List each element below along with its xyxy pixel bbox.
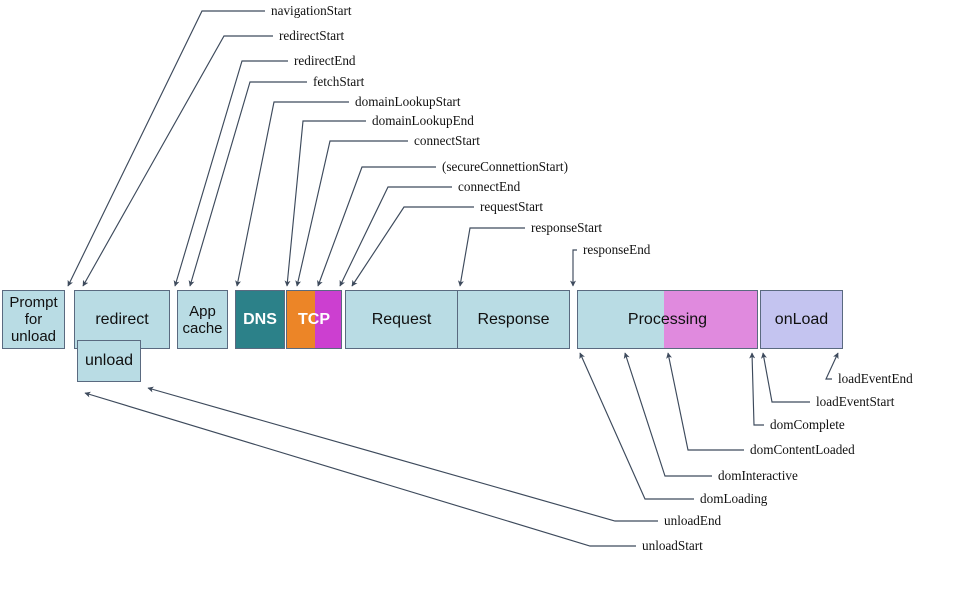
leader-line-secureConnettionStart [317, 166, 436, 287]
leader-line-loadEventStart [761, 352, 810, 403]
timing-label-unloadEnd: unloadEnd [664, 513, 722, 528]
leader-line-responseEnd [570, 249, 577, 287]
phase-box-request-label: Request [371, 310, 432, 328]
leader-line-connectEnd [339, 186, 452, 287]
timing-label-redirectStart: redirectStart [279, 28, 345, 43]
phase-box-dns: DNS [235, 290, 285, 349]
phase-box-tcp: TCP [286, 290, 342, 349]
leader-line-domContentLoaded [666, 352, 744, 451]
timing-label-responseEnd: responseEnd [583, 242, 651, 257]
timing-label-domInteractive: domInteractive [718, 468, 798, 483]
timing-label-connectEnd: connectEnd [458, 179, 521, 194]
timing-label-domComplete: domComplete [770, 417, 845, 432]
leader-line-navigationStart [67, 10, 265, 287]
phase-box-response: Response [457, 290, 570, 349]
timing-label-domLoading: domLoading [700, 491, 768, 506]
phase-box-redirect: redirect [74, 290, 170, 349]
timing-label-redirectEnd: redirectEnd [294, 53, 356, 68]
leader-line-connectStart [295, 140, 408, 287]
phase-box-tcp-secondary-region [315, 291, 341, 348]
phase-box-redirect-label: redirect [95, 310, 149, 328]
phase-box-unload-label: unload [84, 352, 134, 369]
timing-label-unloadStart: unloadStart [642, 538, 703, 553]
phase-box-onload-label: onLoad [774, 310, 829, 328]
phase-box-processing-label: Processing [627, 310, 708, 328]
phase-box-unload: unload [77, 340, 141, 382]
phase-box-request: Request [345, 290, 458, 349]
leader-line-responseStart [457, 227, 525, 287]
leader-line-redirectEnd [173, 60, 288, 287]
timing-label-domContentLoaded: domContentLoaded [750, 442, 855, 457]
phase-box-processing: Processing [577, 290, 758, 349]
phase-box-dns-label: DNS [243, 310, 277, 328]
timing-label-connectStart: connectStart [414, 133, 480, 148]
timing-label-loadEventStart: loadEventStart [816, 394, 895, 409]
leader-line-domainLookupStart [235, 101, 349, 287]
leader-line-domInteractive [623, 352, 712, 477]
phase-box-tcp-label: TCP [298, 310, 330, 328]
timing-label-fetchStart: fetchStart [313, 74, 365, 89]
leader-line-domainLookupEnd [284, 120, 366, 287]
leader-line-redirectStart [82, 35, 273, 287]
leader-line-unloadStart [84, 391, 636, 547]
timing-label-responseStart: responseStart [531, 220, 603, 235]
phase-box-processing-secondary-region [664, 291, 757, 348]
timing-label-navigationStart: navigationStart [271, 3, 352, 18]
phase-box-onload: onLoad [760, 290, 843, 349]
timing-label-domainLookupEnd: domainLookupEnd [372, 113, 474, 128]
leader-line-unloadEnd [147, 386, 658, 522]
leader-line-domComplete [749, 352, 764, 426]
timing-label-domainLookupStart: domainLookupStart [355, 94, 461, 109]
leader-line-loadEventEnd [825, 352, 839, 380]
timing-label-secureConnettionStart: (secureConnettionStart) [442, 159, 568, 174]
leader-line-fetchStart [188, 81, 307, 287]
leader-line-domLoading [579, 352, 694, 500]
leader-line-requestStart [351, 206, 474, 287]
timing-label-requestStart: requestStart [480, 199, 543, 214]
timing-label-loadEventEnd: loadEventEnd [838, 371, 913, 386]
phase-box-response-label: Response [477, 310, 550, 328]
